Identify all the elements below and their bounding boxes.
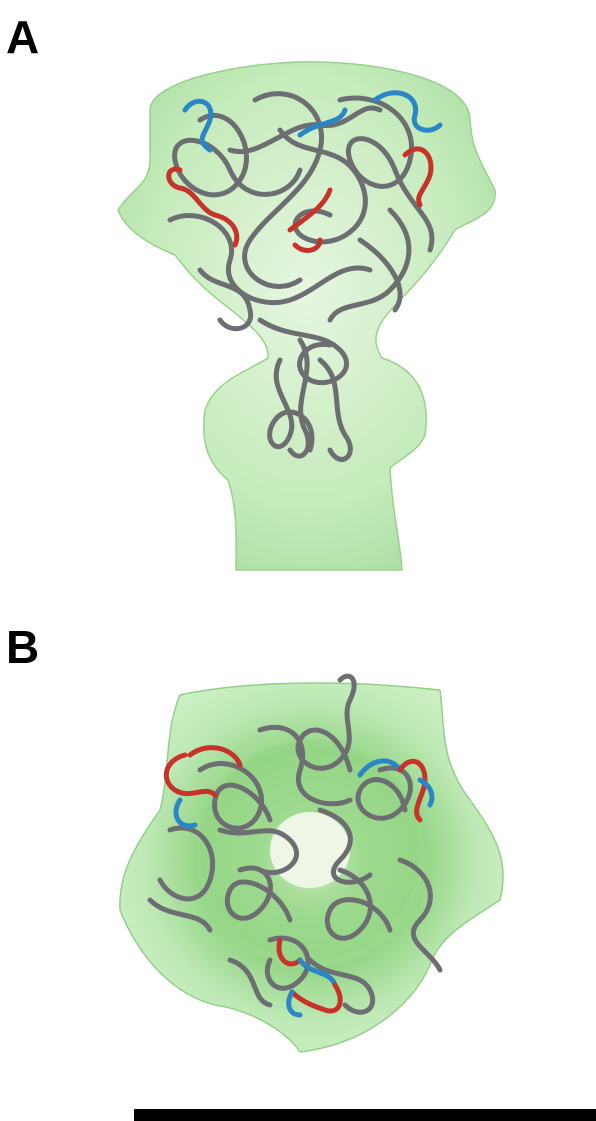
- scale-bar: [134, 1109, 596, 1121]
- side-view-figure: [0, 40, 596, 575]
- density-envelope-side: [118, 62, 495, 570]
- top-view-figure: [0, 660, 596, 1080]
